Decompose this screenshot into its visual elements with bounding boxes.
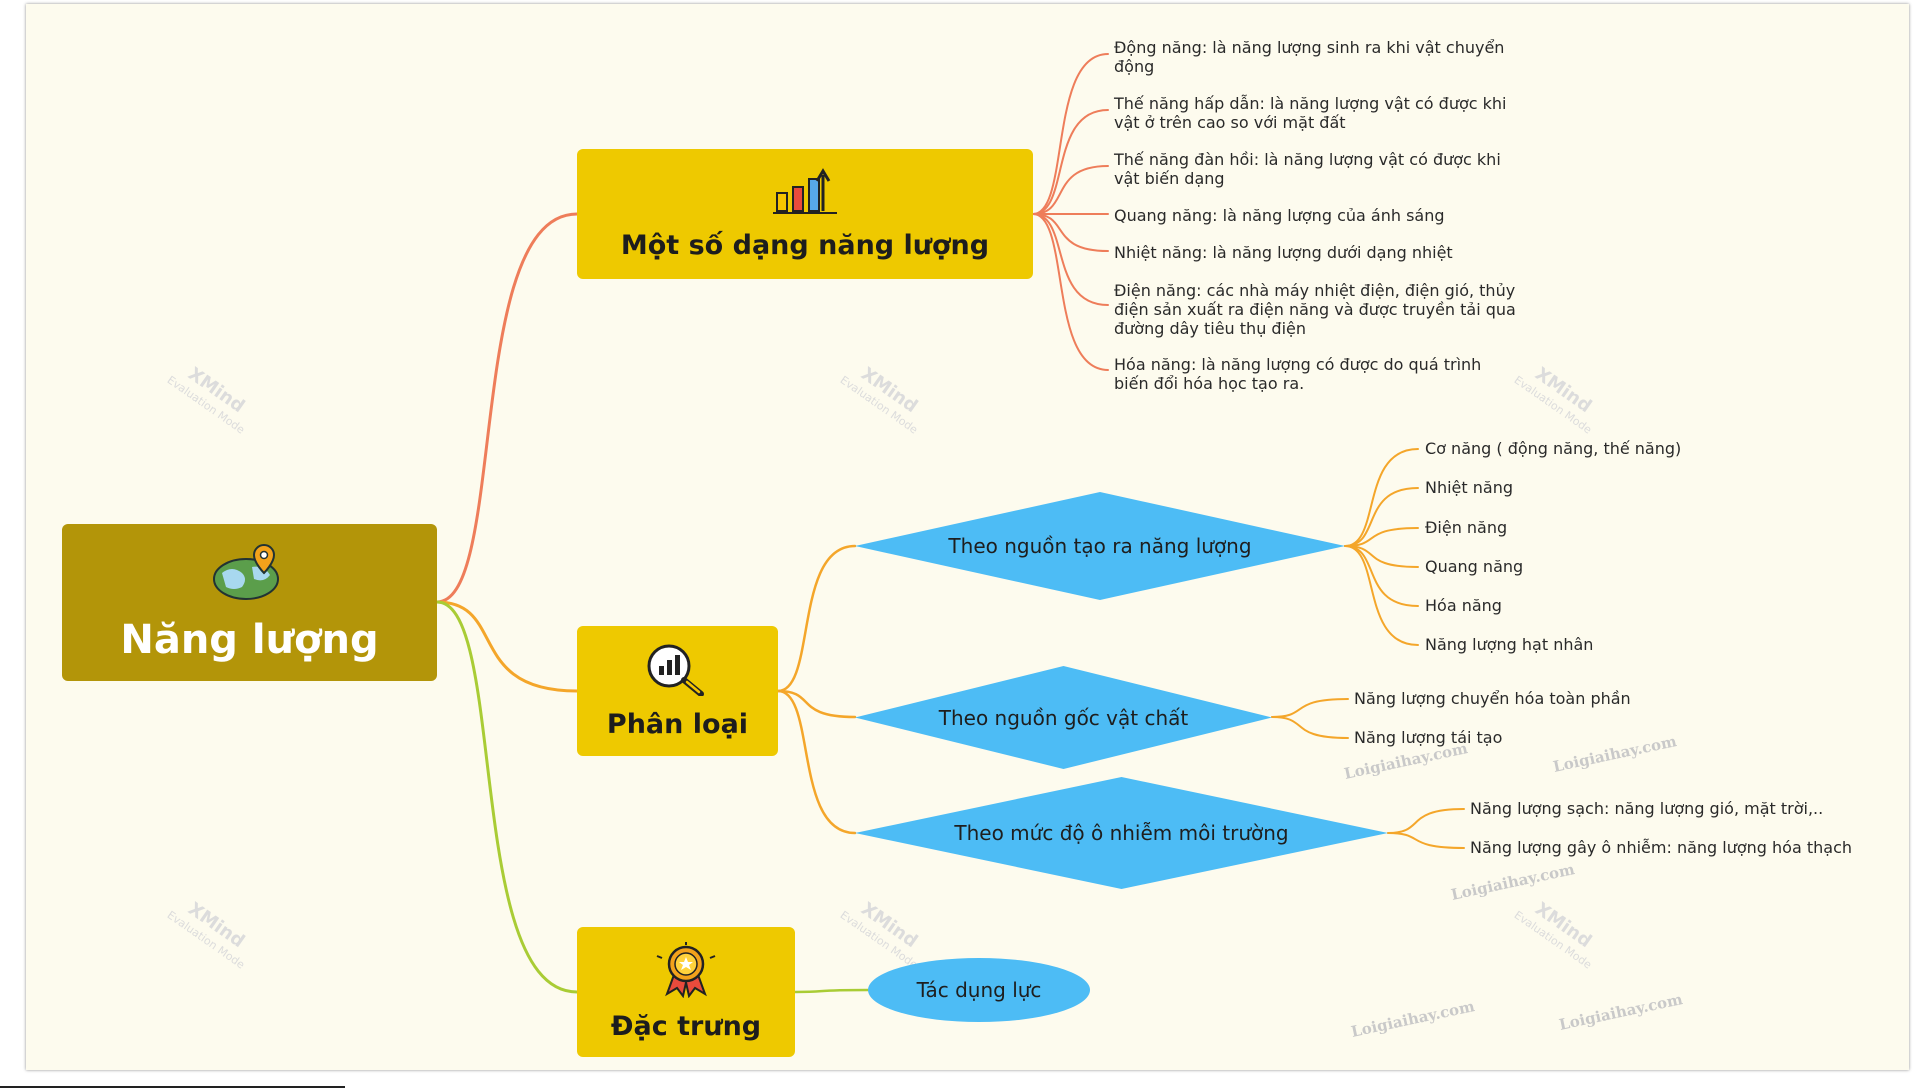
subtopic-force-effect[interactable]: Tác dụng lực bbox=[868, 958, 1090, 1022]
globe-pin-icon bbox=[212, 543, 288, 611]
list-item: Quang năng bbox=[1425, 557, 1524, 576]
root-label: Năng lượng bbox=[120, 616, 379, 663]
list-item: Nhiệt năng bbox=[1425, 478, 1513, 497]
topic-label: Đặc trưng bbox=[610, 1011, 762, 1042]
award-medal-icon bbox=[651, 942, 721, 1005]
subtopic-label: Theo nguồn tạo ra năng lượng bbox=[948, 534, 1252, 558]
list-item: Năng lượng gây ô nhiễm: năng lượng hóa t… bbox=[1470, 838, 1852, 857]
bar-chart-icon bbox=[773, 167, 837, 224]
list-item: Quang năng: là năng lượng của ánh sáng bbox=[1114, 206, 1445, 225]
subtopic-by-source[interactable]: Theo nguồn tạo ra năng lượng bbox=[855, 492, 1345, 600]
list-item: Năng lượng hạt nhân bbox=[1425, 635, 1594, 654]
list-item: Nhiệt năng: là năng lượng dưới dạng nhiệ… bbox=[1114, 243, 1453, 262]
magnifier-chart-icon bbox=[641, 642, 715, 703]
link-features-force bbox=[793, 988, 870, 994]
link-forms-leaf bbox=[1032, 213, 1109, 371]
subtopic-label: Theo nguồn gốc vật chất bbox=[938, 705, 1189, 730]
root-topic[interactable]: Năng lượng bbox=[62, 524, 437, 681]
subtopic-by-material-origin[interactable]: Theo nguồn gốc vật chất bbox=[855, 666, 1272, 769]
topic-characteristics[interactable]: Đặc trưng bbox=[577, 927, 795, 1057]
link-source-leaf bbox=[1344, 545, 1419, 568]
list-item: Năng lượng sạch: năng lượng gió, mặt trờ… bbox=[1470, 799, 1824, 818]
link-source-leaf bbox=[1344, 527, 1419, 547]
list-item: Hóa năng bbox=[1425, 596, 1502, 615]
link-source-leaf bbox=[1344, 545, 1419, 646]
list-item: Năng lượng chuyển hóa toàn phần bbox=[1354, 689, 1631, 708]
list-item: Thế năng đàn hồi: là năng lượng vật có đ… bbox=[1114, 150, 1501, 188]
subtopic-label: Theo mức độ ô nhiễm môi trường bbox=[954, 821, 1289, 845]
link-root-types bbox=[435, 600, 579, 693]
topic-label: Phân loại bbox=[606, 709, 749, 740]
list-item: Năng lượng tái tạo bbox=[1354, 728, 1503, 747]
link-origin-leaf bbox=[1271, 716, 1349, 739]
list-item: Thế năng hấp dẫn: là năng lượng vật có đ… bbox=[1114, 94, 1507, 132]
list-item: Điện năng bbox=[1425, 518, 1508, 537]
link-types-pollution bbox=[776, 689, 857, 835]
topic-energy-forms[interactable]: Một số dạng năng lượng bbox=[577, 149, 1033, 279]
link-forms-leaf bbox=[1032, 213, 1109, 306]
link-root-forms bbox=[435, 212, 579, 604]
link-types-origin bbox=[776, 689, 857, 719]
list-item: Cơ năng ( động năng, thế năng) bbox=[1425, 439, 1682, 458]
link-source-leaf bbox=[1344, 448, 1419, 547]
link-source-leaf bbox=[1344, 545, 1419, 607]
link-forms-leaf bbox=[1032, 53, 1109, 215]
list-item: Điện năng: các nhà máy nhiệt điện, điện … bbox=[1114, 281, 1516, 338]
link-origin-leaf bbox=[1271, 698, 1349, 718]
list-item: Hóa năng: là năng lượng có được do quá t… bbox=[1114, 355, 1482, 393]
link-forms-leaf bbox=[1032, 213, 1109, 252]
list-item: Động năng: là năng lượng sinh ra khi vật… bbox=[1114, 38, 1505, 76]
link-types-source bbox=[776, 544, 857, 693]
topic-label: Một số dạng năng lượng bbox=[620, 230, 990, 261]
subtopic-by-pollution[interactable]: Theo mức độ ô nhiễm môi trường bbox=[855, 777, 1388, 889]
link-pollution-leaf bbox=[1387, 808, 1465, 834]
link-forms-leaf bbox=[1032, 165, 1109, 215]
link-pollution-leaf bbox=[1387, 832, 1465, 849]
subtopic-label: Tác dụng lực bbox=[916, 978, 1042, 1002]
link-source-leaf bbox=[1344, 487, 1419, 547]
link-forms-leaf bbox=[1032, 109, 1109, 215]
topic-classification[interactable]: Phân loại bbox=[577, 626, 778, 756]
link-root-features bbox=[435, 600, 579, 994]
